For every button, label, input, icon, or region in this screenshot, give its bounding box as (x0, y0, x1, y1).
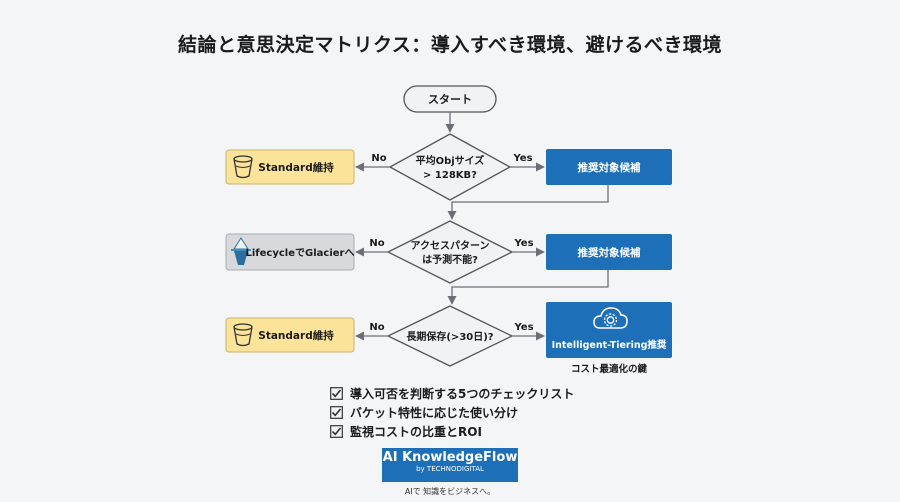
candidate-box-2 (546, 234, 672, 270)
bucket-icon (233, 155, 253, 179)
checklist-text: 監視コストの比重とROI (350, 425, 482, 439)
brand-name: AI KnowledgeFlow (382, 450, 518, 465)
connector (447, 270, 609, 305)
connector (447, 185, 609, 220)
decision-1-line-1: 平均Objサイズ (416, 154, 485, 167)
standard-box-1 (225, 149, 355, 185)
yes-label-1: Yes (512, 153, 532, 164)
brand-logo: AI KnowledgeFlow by TECHNODIGITAL (382, 448, 518, 482)
decision-1-node (388, 133, 512, 201)
candidate-label-2: 推奨対象候補 (578, 246, 641, 259)
checklist-text: 導入可否を判断する5つのチェックリスト (350, 387, 575, 401)
checkbox-icon (330, 425, 343, 438)
standard-label-1: Standard維持 (258, 161, 334, 174)
decision-2-node (386, 220, 514, 284)
glacier-box (225, 233, 355, 271)
iceberg-icon (231, 237, 251, 265)
intelligent-tiering-caption: コスト最適化の鍵 (571, 363, 648, 375)
start-label: スタート (428, 93, 472, 106)
page-title: 結論と意思決定マトリクス：導入すべき環境、避けるべき環境 (177, 34, 723, 56)
cloud-gear-icon (593, 307, 628, 329)
no-label-3: No (369, 322, 384, 333)
intelligent-tiering-label: Intelligent-Tiering推奨 (552, 339, 667, 351)
brand-tagline: AIで 知識をビジネスへ。 (404, 487, 496, 496)
checklist-item: 監視コストの比重とROI (330, 422, 574, 441)
yes-label-3: Yes (513, 322, 533, 333)
yes-label-2: Yes (513, 238, 533, 249)
candidate-box-1 (546, 149, 672, 185)
bucket-icon (233, 323, 253, 347)
standard-box-2 (225, 317, 355, 353)
standard-label-2: Standard維持 (258, 329, 334, 342)
candidate-label-1: 推奨対象候補 (578, 161, 641, 174)
checklist-item: 導入可否を判断する5つのチェックリスト (330, 384, 574, 403)
checkbox-icon (330, 406, 343, 419)
intelligent-tiering-box (546, 302, 672, 358)
checklist-item: バケット特性に応じた使い分け (330, 403, 574, 422)
no-label-1: No (371, 153, 386, 164)
decision-2-line-2: は予測不能? (422, 253, 478, 266)
glacier-label: LifecycleでGlacierへ (246, 247, 355, 259)
no-label-2: No (369, 238, 384, 249)
checkbox-icon (330, 387, 343, 400)
checklist-text: バケット特性に応じた使い分け (350, 406, 519, 420)
decision-1-line-2: > 128KB? (423, 170, 477, 181)
checklist: 導入可否を判断する5つのチェックリスト バケット特性に応じた使い分け 監視コスト… (330, 384, 574, 441)
decision-3-node (386, 305, 514, 367)
decision-2-line-1: アクセスパターン (411, 240, 490, 252)
brand-sub: by TECHNODIGITAL (416, 465, 484, 473)
decision-3-line-1: 長期保存(>30日)? (406, 330, 493, 343)
